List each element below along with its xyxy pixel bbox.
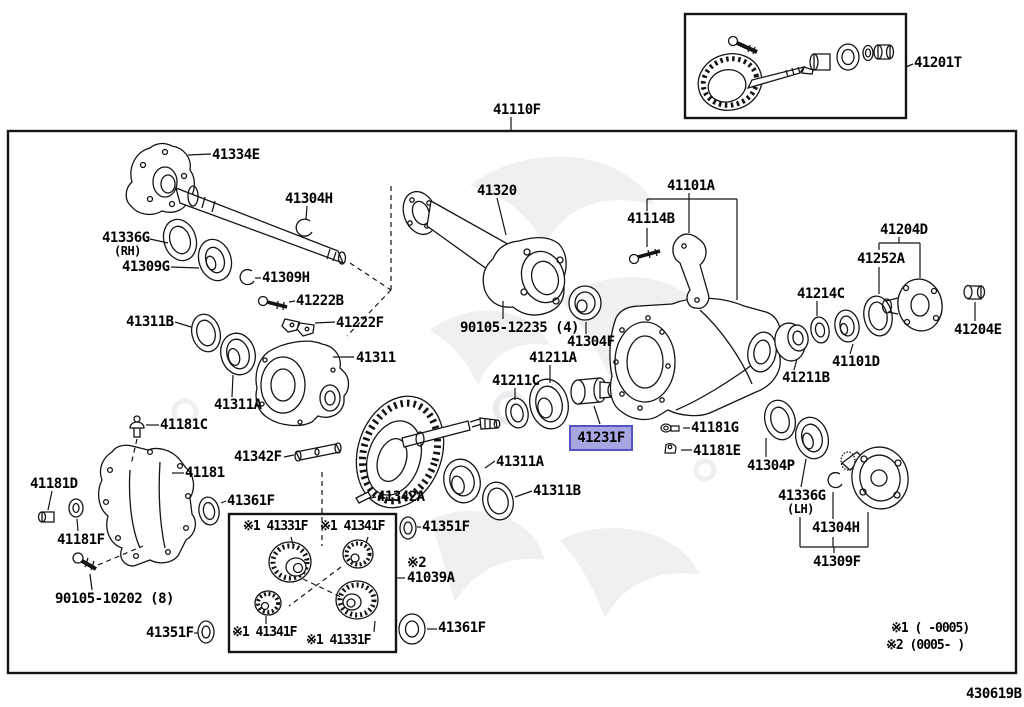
note-2-marker: ※2	[407, 555, 427, 571]
part-label-41336G-rh: 41336G	[102, 230, 150, 246]
part-label-41211A: 41211A	[529, 350, 577, 366]
part-label-41181F: 41181F	[57, 532, 105, 548]
part-label-41304H-top: 41304H	[285, 191, 333, 207]
part-label-41114B: 41114B	[627, 211, 675, 227]
part-label-41181: 41181	[185, 465, 225, 481]
part-label-41342A: 41342A	[377, 489, 425, 505]
part-label-41101A: 41101A	[667, 178, 715, 194]
main-frame	[6, 129, 1018, 675]
drawing-41181-cover	[37, 415, 197, 571]
legend-line-1: ※1 ( -0005)	[891, 621, 970, 636]
legend-line-2: ※2 (0005- )	[886, 638, 965, 653]
part-label-41331F-br: ※1 41331F	[306, 633, 372, 648]
part-label-41320: 41320	[477, 183, 517, 199]
part-label-41101D: 41101D	[832, 354, 880, 370]
drawing-41342	[294, 442, 372, 504]
part-label-41361F-upper: 41361F	[227, 493, 275, 509]
drawing-41311-case	[255, 340, 350, 427]
drawing-41222	[257, 295, 315, 337]
drawing-lh-group	[763, 399, 909, 510]
part-label-41222B: 41222B	[296, 293, 344, 309]
part-label-41304F: 41304F	[567, 334, 615, 350]
part-label-41181D: 41181D	[30, 476, 78, 492]
drawing-right-row	[774, 278, 986, 362]
part-label-41334E: 41334E	[212, 147, 260, 163]
part-label-lh-suffix: (LH)	[787, 502, 814, 516]
part-label-41181E: 41181E	[693, 443, 741, 459]
drawing-41334E-shaft	[125, 142, 347, 265]
inset-frame	[683, 12, 908, 120]
part-label-90105-12235: 90105-12235 (4)	[460, 320, 579, 336]
part-label-41311A-upper: 41311A	[214, 397, 262, 413]
assembly-dashed-lines	[97, 182, 392, 607]
part-label-41331F-tl: ※1 41331F	[243, 519, 309, 534]
leader-lines	[47, 117, 976, 634]
part-label-41204E: 41204E	[954, 322, 1002, 338]
part-label-41311B-lower: 41311B	[533, 483, 581, 499]
part-label-41341F-bl: ※1 41341F	[232, 625, 298, 640]
part-label-41304P: 41304P	[747, 458, 795, 474]
part-label-41304H-bottom: 41304H	[812, 520, 860, 536]
part-label-41204D: 41204D	[880, 222, 928, 238]
drawing-gear-kit	[254, 539, 379, 620]
part-label-41336G-lh: 41336G	[778, 488, 826, 504]
selected-part-label-41231F[interactable]: 41231F	[569, 425, 633, 451]
drawing-small-rings	[197, 458, 514, 645]
part-label-41201T: 41201T	[914, 55, 962, 71]
part-label-41342F: 41342F	[234, 449, 282, 465]
part-label-41252A: 41252A	[857, 251, 905, 267]
part-label-41211B: 41211B	[782, 370, 830, 386]
part-label-41351F-left: 41351F	[146, 625, 194, 641]
part-label-41309F: 41309F	[813, 554, 861, 570]
part-label-90105-10202: 90105-10202 (8)	[55, 591, 174, 607]
part-label-41222F: 41222F	[336, 315, 384, 331]
part-label-41110F: 41110F	[493, 102, 541, 118]
drawing-41101A-41114B	[628, 233, 710, 309]
drawing-41181G-E	[660, 423, 680, 454]
drawing-41201T	[697, 35, 914, 111]
part-label-41311: 41311	[356, 350, 396, 366]
part-label-41309H: 41309H	[262, 270, 310, 286]
drawing-pinion-stem	[401, 417, 501, 448]
part-label-41351F-center: 41351F	[422, 519, 470, 535]
diagram-code: 430619B	[966, 686, 1022, 702]
drawing-41311-bearings	[190, 313, 256, 376]
drawing-rh-bearings	[162, 218, 313, 286]
part-label-41361F-bottom: 41361F	[438, 620, 486, 636]
drawing-carrier-housing	[609, 297, 781, 421]
part-label-41039A: 41039A	[407, 570, 455, 586]
part-label-41341F-tr: ※1 41341F	[320, 519, 386, 534]
part-label-rh-suffix: (RH)	[114, 244, 141, 258]
part-label-41309G: 41309G	[122, 259, 170, 275]
part-label-41181C: 41181C	[160, 417, 208, 433]
part-label-41181G: 41181G	[691, 420, 739, 436]
part-label-41211C: 41211C	[492, 373, 540, 389]
drawing-41320	[402, 190, 567, 316]
part-label-41311B-upper: 41311B	[126, 314, 174, 330]
part-label-41214C: 41214C	[797, 286, 845, 302]
part-label-41311A-lower: 41311A	[496, 454, 544, 470]
